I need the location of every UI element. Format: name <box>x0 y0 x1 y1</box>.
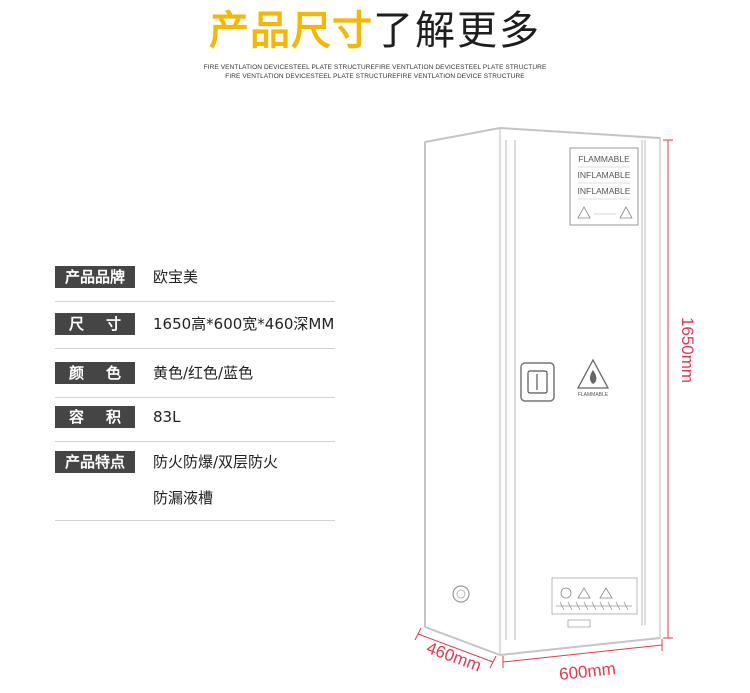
spec-label: 产品特点 <box>55 451 135 473</box>
height-label: 1650mm <box>678 317 697 383</box>
label-triangle-icon <box>577 587 591 599</box>
title-light: 了解更多 <box>373 8 541 54</box>
spec-row-features: 产品特点 防火防爆/双层防火 <box>55 443 335 487</box>
depth-label: 460mm <box>424 638 484 675</box>
spec-value: 83L <box>153 408 181 426</box>
sign-line-3: INFLAMABLE <box>578 186 631 196</box>
spec-value: 防火防爆/双层防火 <box>153 453 279 471</box>
spec-value: 黄色/红色/蓝色 <box>153 364 254 382</box>
spec-value-extra: 防漏液槽 <box>153 489 214 507</box>
spec-row-size: 尺 寸 1650高*600宽*460深MM <box>55 305 335 349</box>
spec-label: 容 积 <box>55 406 135 428</box>
divider <box>55 441 335 442</box>
sign-warning-triangle-icon <box>577 206 591 219</box>
cabinet-top-edge <box>424 127 501 143</box>
spec-row-brand: 产品品牌 欧宝美 <box>55 258 335 302</box>
spec-row-volume: 容 积 83L <box>55 398 335 442</box>
title-bold: 产品尺寸 <box>209 8 373 54</box>
page-title: 产品尺寸了解更多 <box>0 6 750 56</box>
subtitle-line-2: FIRE VENTLATION DEVICESTEEL PLATE STRUCT… <box>225 73 525 80</box>
spec-label: 颜 色 <box>55 362 135 384</box>
bottom-label-panel <box>551 577 638 615</box>
door-badge-text: FLAMMABLE <box>578 392 609 398</box>
width-label: 600mm <box>558 659 616 684</box>
vent-icon <box>452 585 470 603</box>
label-circle-icon <box>560 587 572 599</box>
sign-warning-triangle-icon <box>619 206 633 219</box>
spec-value: 欧宝美 <box>153 268 199 286</box>
spec-row-color: 颜 色 黄色/红色/蓝色 <box>55 354 335 398</box>
divider <box>55 397 335 398</box>
base-edge-left <box>424 626 501 656</box>
spec-value: 1650高*600宽*460深MM <box>153 315 335 333</box>
label-triangle-icon <box>599 587 613 599</box>
spec-label: 产品品牌 <box>55 266 135 288</box>
divider <box>55 301 335 302</box>
sign-line-2: INFLAMABLE <box>578 170 631 180</box>
cabinet-top-front-edge <box>499 127 661 139</box>
spec-label: 尺 寸 <box>55 313 135 335</box>
subtitle-line-1: FIRE VENTLATION DEVICESTEEL PLATE STRUCT… <box>203 64 547 71</box>
dimension-lines <box>414 139 673 669</box>
sign-line-1: FLAMMABLE <box>578 154 630 164</box>
base-edge-right <box>499 637 661 656</box>
divider <box>55 348 335 349</box>
divider <box>55 520 335 521</box>
